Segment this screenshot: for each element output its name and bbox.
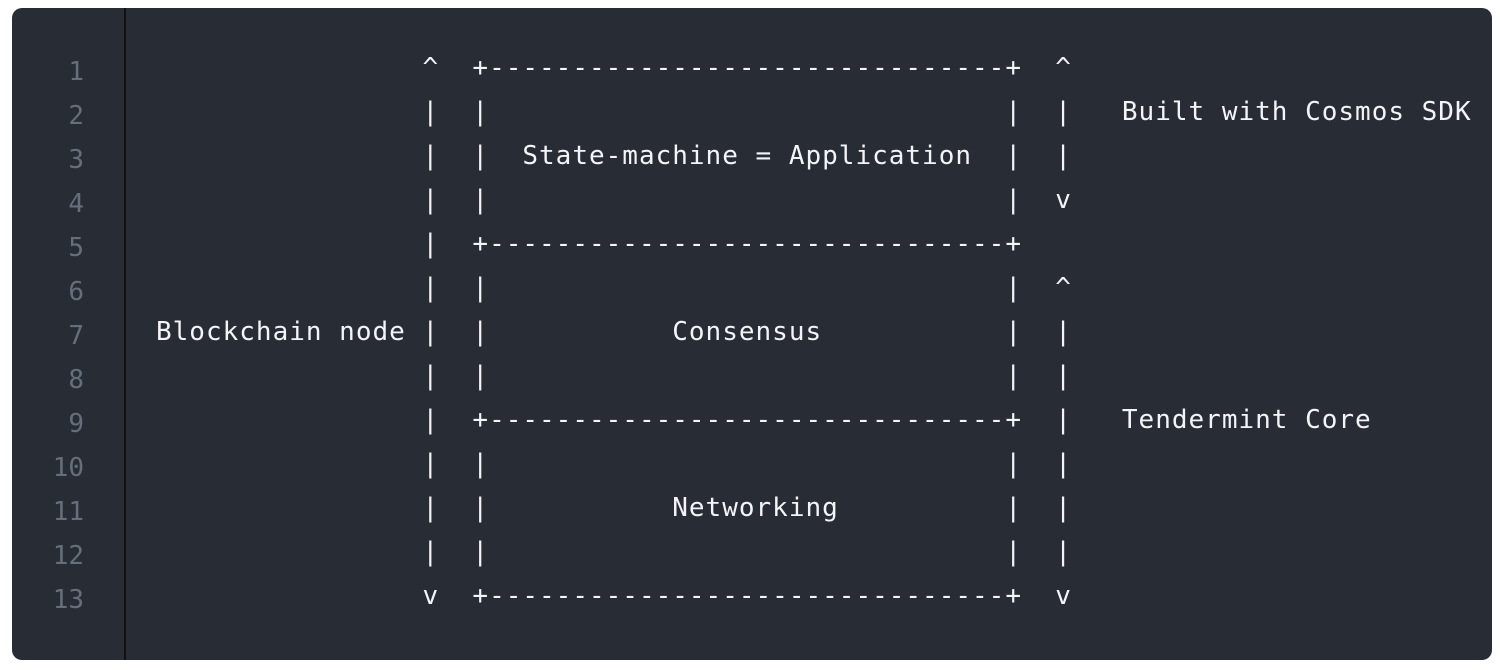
code-line: | | | | (156, 449, 1072, 479)
line-number: 8 (68, 365, 84, 395)
line-number: 12 (52, 541, 84, 571)
line-numbers: 1 2 3 4 5 6 7 8 9 10 11 12 13 (12, 50, 84, 622)
code-line: | | | | (156, 537, 1072, 567)
line-number: 1 (68, 57, 84, 87)
code-block: 1 2 3 4 5 6 7 8 9 10 11 12 13 ^ +-------… (12, 8, 1492, 660)
code-line: | +-------------------------------+ | Te… (156, 405, 1372, 435)
code-line: | | State-machine = Application | | (156, 141, 1072, 171)
code-line: | | | v (156, 185, 1072, 215)
code-line: | | | ^ (156, 273, 1072, 303)
line-number-gutter: 1 2 3 4 5 6 7 8 9 10 11 12 13 (12, 8, 126, 660)
code-line: | | | | (156, 361, 1072, 391)
line-number: 11 (52, 497, 84, 527)
code-line: | | Networking | | (156, 493, 1072, 523)
line-number: 3 (68, 145, 84, 175)
line-number: 10 (52, 453, 84, 483)
code-line: | | | | Built with Cosmos SDK (156, 97, 1472, 127)
line-number: 5 (68, 233, 84, 263)
line-number: 4 (68, 189, 84, 219)
code-line: Blockchain node | | Consensus | | (156, 317, 1072, 347)
line-number: 7 (68, 321, 84, 351)
line-number: 2 (68, 101, 84, 131)
line-number: 9 (68, 409, 84, 439)
code-line: v +-------------------------------+ v (156, 581, 1072, 611)
line-number: 6 (68, 277, 84, 307)
code-line: ^ +-------------------------------+ ^ (156, 53, 1072, 83)
code-content[interactable]: ^ +-------------------------------+ ^ | … (156, 46, 1472, 618)
code-line: | +-------------------------------+ (156, 229, 1022, 259)
line-number: 13 (52, 585, 84, 615)
